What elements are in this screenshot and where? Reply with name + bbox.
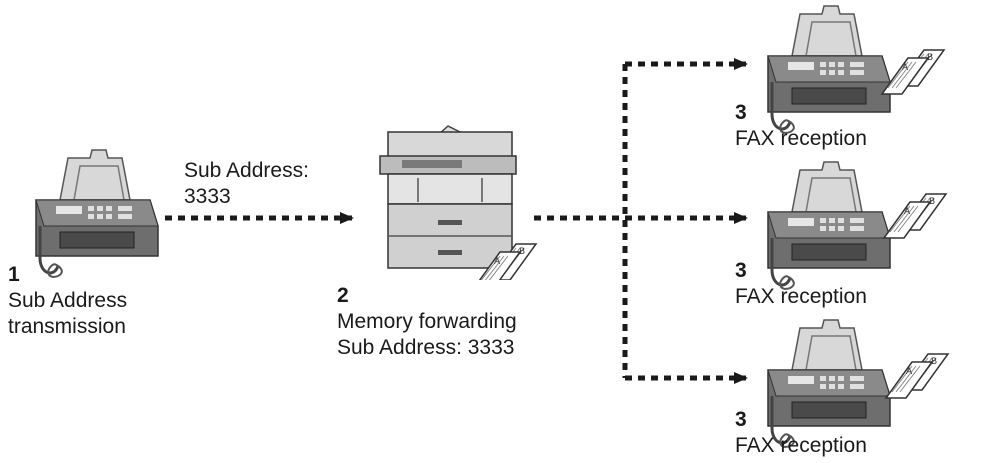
relay-label-line-2: Sub Address: 3333 bbox=[337, 336, 515, 359]
sender-label-line-2: transmission bbox=[8, 315, 126, 338]
link-label-line-2: 3333 bbox=[184, 185, 231, 208]
sender-label-line-1: Sub Address bbox=[8, 289, 128, 312]
receiver-2-text: FAX reception bbox=[735, 285, 867, 308]
link-label-line-1: Sub Address: bbox=[184, 159, 309, 182]
sender-label: 1 Sub Address transmission bbox=[8, 262, 127, 340]
document-pages-icon bbox=[885, 353, 949, 399]
receiver-1-label: 3 FAX reception bbox=[735, 100, 867, 152]
receiver-2-label: 3 FAX reception bbox=[735, 258, 867, 310]
relay-label-line-1: Memory forwarding bbox=[337, 310, 517, 333]
relay-step-number: 2 bbox=[337, 284, 349, 307]
receiver-1-step-number: 3 bbox=[735, 101, 747, 124]
receiver-2-step-number: 3 bbox=[735, 259, 747, 282]
receiver-3-step-number: 3 bbox=[735, 408, 747, 431]
receiver-3-text: FAX reception bbox=[735, 434, 867, 457]
receiver-3-label: 3 FAX reception bbox=[735, 407, 867, 459]
receiver-1-text: FAX reception bbox=[735, 127, 867, 150]
link-label: Sub Address: 3333 bbox=[184, 158, 309, 210]
multifunction-printer-icon bbox=[379, 125, 537, 280]
sender-step-number: 1 bbox=[8, 263, 20, 286]
document-pages-icon bbox=[883, 193, 947, 239]
document-pages-icon bbox=[881, 49, 945, 95]
relay-label: 2 Memory forwarding Sub Address: 3333 bbox=[337, 283, 517, 361]
